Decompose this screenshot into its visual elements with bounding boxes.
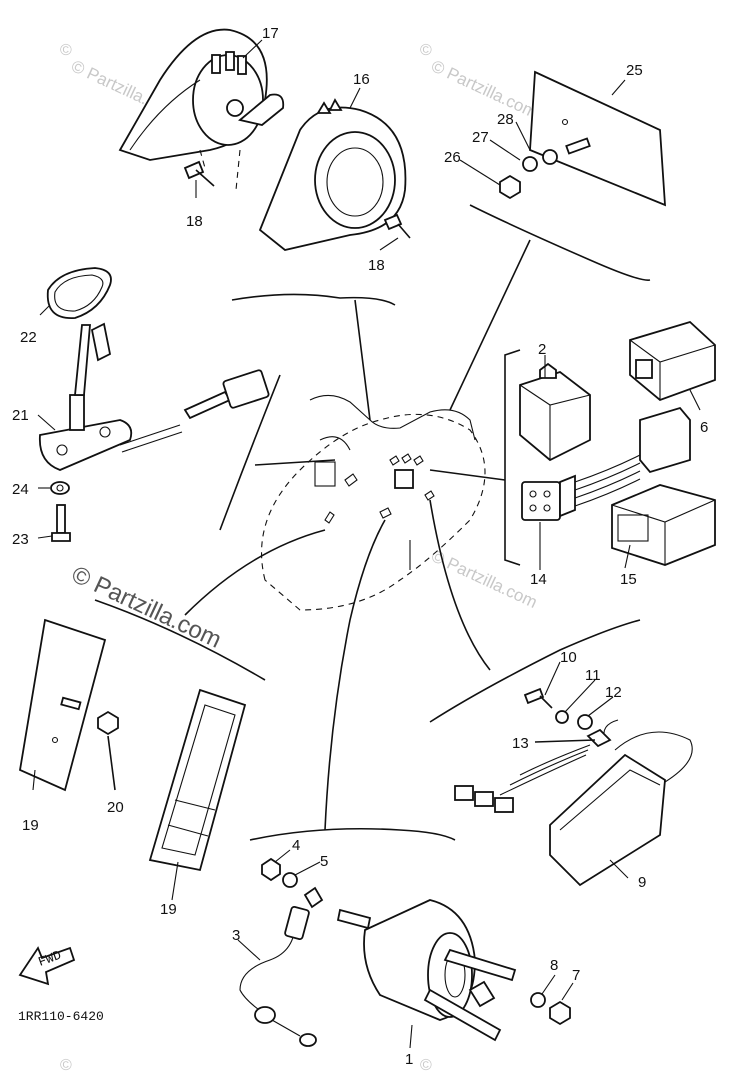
bracket-relays	[504, 349, 521, 566]
callout-11: 11	[585, 667, 601, 684]
callout-2: 2	[538, 341, 546, 358]
leader-rectifier	[429, 499, 491, 671]
rectifier-9	[454, 687, 693, 887]
reflector-25	[499, 70, 666, 207]
callout-9: 9	[638, 874, 646, 891]
nut-7	[549, 1000, 571, 1026]
sender-21	[38, 322, 270, 471]
relay-2	[519, 362, 591, 462]
watermark-copyright: ©	[420, 42, 432, 59]
washer-8	[530, 992, 546, 1008]
leader-reflectors	[184, 529, 326, 616]
leader-sender	[254, 459, 336, 466]
bolt-23	[51, 504, 71, 542]
callout-13: 13	[512, 735, 529, 752]
nut-4	[261, 857, 281, 882]
callout-19: 19	[160, 901, 177, 918]
nut-20	[97, 710, 119, 791]
callout-20: 20	[107, 799, 124, 816]
leader-relays	[429, 469, 506, 481]
watermark-copyright: ©	[60, 1057, 72, 1074]
diagram-code: 1RR110-6420	[18, 1009, 104, 1024]
callout-18: 18	[186, 213, 203, 230]
leader-starter	[324, 519, 386, 831]
callout-16: 16	[353, 71, 370, 88]
starter-relay-1	[336, 899, 517, 1042]
frame-outline	[261, 394, 486, 611]
callout-8: 8	[550, 957, 558, 974]
bracket-line-sender	[219, 374, 281, 531]
nut-24	[50, 481, 70, 495]
callout-1: 1	[405, 1051, 413, 1068]
callout-26: 26	[444, 149, 461, 166]
callout-15: 15	[620, 571, 637, 588]
callout-18: 18	[368, 257, 385, 274]
watermark-brand: © Partzilla.com	[428, 546, 540, 612]
washer-5	[282, 872, 298, 888]
callout-5: 5	[320, 853, 328, 870]
callout-22: 22	[20, 329, 37, 346]
watermark-copyright: ©	[60, 42, 72, 59]
callout-numbers: 17 16 18 18 25 28 27 26 22 21 24 23 2 6 …	[12, 25, 708, 1068]
bracket-starter	[249, 827, 456, 841]
horn-16	[258, 98, 411, 251]
callout-3: 3	[232, 927, 240, 944]
watermark-brand: © Partzilla.com	[428, 56, 540, 122]
callout-6: 6	[700, 419, 708, 436]
callout-7: 7	[572, 967, 580, 984]
lead-wire-3	[239, 886, 324, 1047]
watermark-copyright: ©	[420, 1057, 432, 1074]
leader-13	[534, 739, 596, 743]
bracket-line-reflector	[469, 204, 651, 281]
callout-21: 21	[12, 407, 29, 424]
connector-14	[521, 406, 691, 521]
callout-12: 12	[605, 684, 622, 701]
leader-horns	[354, 299, 371, 421]
callout-28: 28	[497, 111, 514, 128]
reflector-19-left	[18, 618, 107, 792]
callout-4: 4	[292, 837, 300, 854]
callout-14: 14	[530, 571, 547, 588]
callout-24: 24	[12, 481, 29, 498]
gasket-22	[46, 267, 112, 319]
cdi-unit-15	[611, 484, 716, 566]
leader-reflector	[449, 239, 531, 411]
reflector-19-right	[148, 688, 247, 872]
callout-25: 25	[626, 62, 643, 79]
callout-19: 19	[22, 817, 39, 834]
callout-17: 17	[262, 25, 279, 42]
horn-17	[118, 28, 285, 191]
bracket-rectifier	[429, 619, 641, 723]
callout-27: 27	[472, 129, 489, 146]
bracket-line-horns	[231, 293, 396, 306]
callout-23: 23	[12, 531, 29, 548]
fwd-arrow-icon: FWD	[18, 946, 76, 986]
bracket-reflectors	[94, 599, 266, 681]
callout-10: 10	[560, 649, 577, 666]
relay-6	[629, 320, 716, 402]
callout-leaders	[32, 39, 701, 1049]
